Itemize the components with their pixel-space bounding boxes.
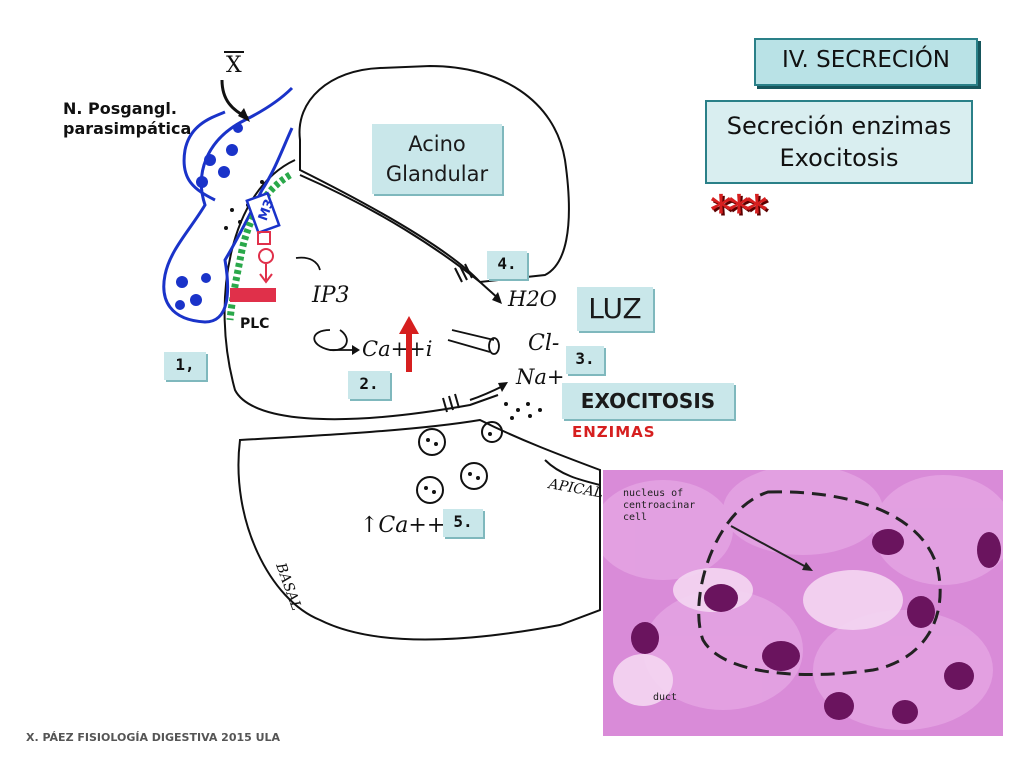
ca-i-lower-label: ↑Ca++i (360, 513, 452, 538)
subtitle-box: Secreción enzimas Exocitosis (705, 100, 973, 184)
micrograph-label-line3: cell (623, 512, 647, 523)
tight-junctions (442, 263, 473, 413)
ca-increase-arrow-shaft (406, 332, 412, 372)
micrograph-label-line2: centroacinar (623, 500, 695, 511)
activation-arrow (259, 264, 273, 284)
nerve-label-line2: parasimpática (63, 119, 192, 138)
cl-label: Cl- (528, 331, 559, 356)
ca-increase-arrowhead (399, 316, 419, 334)
enzimas-label: ENZIMAS (572, 423, 656, 441)
step-5: 5. (443, 509, 483, 537)
apical-border (544, 459, 601, 486)
histology-micrograph: nucleus of centroacinar cell duct (603, 470, 1003, 736)
exocytosis-dots (504, 402, 542, 420)
ca-i-label: Ca++i (362, 337, 433, 361)
upper-cell-outline (298, 64, 570, 284)
subtitle-line1: Secreción enzimas (726, 112, 952, 140)
m3-receptor-label: M3 (256, 197, 278, 223)
plc-enzyme (230, 288, 276, 302)
micrograph-cytoplasm (603, 470, 1003, 730)
na-label: Na+ (515, 365, 565, 389)
vagus-arrowhead (238, 108, 250, 122)
acino-line2: Glandular (385, 162, 489, 186)
subtitle-line2: Exocitosis (779, 144, 899, 172)
acino-line1: Acino (408, 132, 466, 156)
slide-title: IV. SECRECIÓN (754, 38, 978, 86)
micrograph-duct-label: duct (653, 692, 677, 703)
ca-release-arrowhead (352, 345, 360, 355)
nerve-branch (182, 110, 226, 202)
micrograph-label-line1: nucleus of (623, 488, 683, 499)
ip3-arrow (295, 256, 321, 271)
tight-junction-line-upper (299, 174, 481, 283)
granule-contents (424, 432, 492, 494)
step-3: 3. (566, 346, 604, 374)
importance-stars: *** (710, 186, 768, 235)
vagus-label: X (226, 53, 242, 78)
g-protein-subunit (258, 248, 274, 264)
footer: X. PÁEZ FISIOLOGÍA DIGESTIVA 2015 ULA (26, 731, 281, 744)
step-1: 1, (164, 352, 206, 380)
nucleus-pointer-head (802, 562, 813, 571)
main-cell-outline (223, 159, 499, 421)
g-protein (257, 231, 271, 245)
zymogen-granules (416, 421, 503, 504)
acino-box: Acino Glandular (372, 124, 502, 194)
step-2: 2. (348, 371, 390, 399)
ip3-label: IP3 (311, 283, 350, 308)
micrograph-nuclei (631, 529, 1001, 724)
cl-channel-mouth (488, 337, 500, 355)
ip3-cycle (313, 329, 348, 351)
plc-label: PLC (240, 316, 270, 332)
cl-channel (447, 329, 495, 353)
step-4: 4. (487, 251, 527, 279)
h2o-label: H2O (507, 287, 557, 311)
lower-cell-outline (237, 418, 601, 641)
nerve-vesicles (175, 123, 243, 310)
acinus-outline (697, 490, 942, 677)
nucleus-pointer (730, 525, 809, 569)
nerve-label-line1: N. Posgangl. (63, 99, 177, 118)
m3-receptor (245, 191, 281, 235)
h2o-arrowhead (492, 292, 502, 304)
na-arrowhead (498, 382, 508, 392)
apical-label: APICAL (545, 476, 604, 502)
exocitosis-label: EXOCITOSIS (562, 383, 734, 419)
luz-label: LUZ (577, 287, 653, 331)
nerve-label: N. Posgangl. parasimpática (63, 99, 191, 139)
